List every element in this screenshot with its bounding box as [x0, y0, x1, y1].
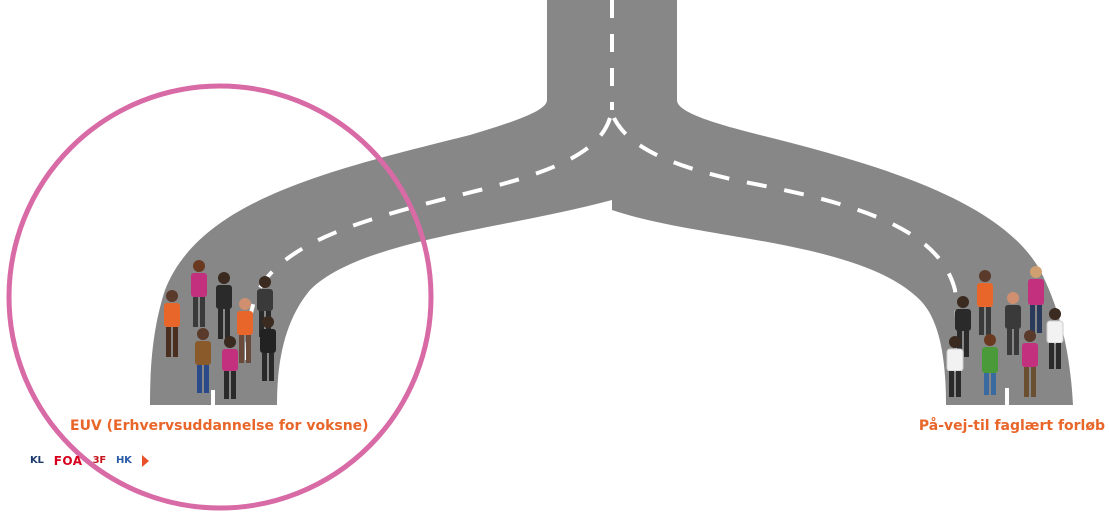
road	[150, 0, 1073, 405]
play-arrow-icon	[142, 455, 149, 467]
partner-logos: KL FOA 3F HK	[30, 454, 149, 468]
kl-logo: KL	[30, 455, 44, 467]
hk-logo: HK	[116, 455, 132, 467]
right-path-label: På-vej-til faglært forløb	[919, 418, 1105, 434]
road-right-branch	[612, 100, 1073, 405]
3f-logo: 3F	[93, 455, 106, 467]
left-path-label: EUV (Erhvervsuddannelse for voksne)	[70, 418, 369, 434]
foa-logo: FOA	[54, 455, 83, 467]
road-left-branch	[150, 100, 612, 405]
